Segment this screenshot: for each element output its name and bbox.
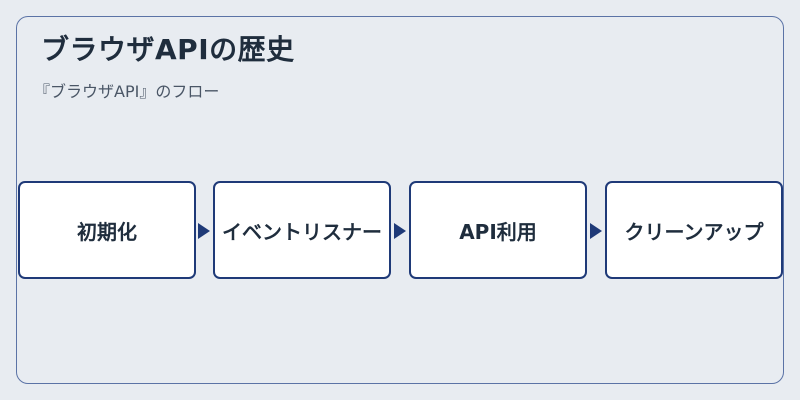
flow-arrow-icon [394, 223, 406, 239]
diagram-title: ブラウザAPIの歴史 [41, 33, 295, 66]
flow-step-cleanup: クリーンアップ [605, 181, 783, 279]
diagram-subtitle: 『ブラウザAPI』のフロー [34, 82, 220, 101]
flow-step-label: イベントリスナー [222, 219, 382, 244]
flow-step-event-listener: イベントリスナー [213, 181, 391, 279]
flow-arrow-icon [590, 223, 602, 239]
flow-arrow-icon [198, 223, 210, 239]
flow-step-label: 初期化 [77, 219, 137, 244]
flow-step-initialize: 初期化 [18, 181, 196, 279]
flow-step-api-usage: API利用 [409, 181, 587, 279]
flow-step-label: API利用 [459, 219, 537, 244]
flow-step-label: クリーンアップ [624, 219, 764, 244]
